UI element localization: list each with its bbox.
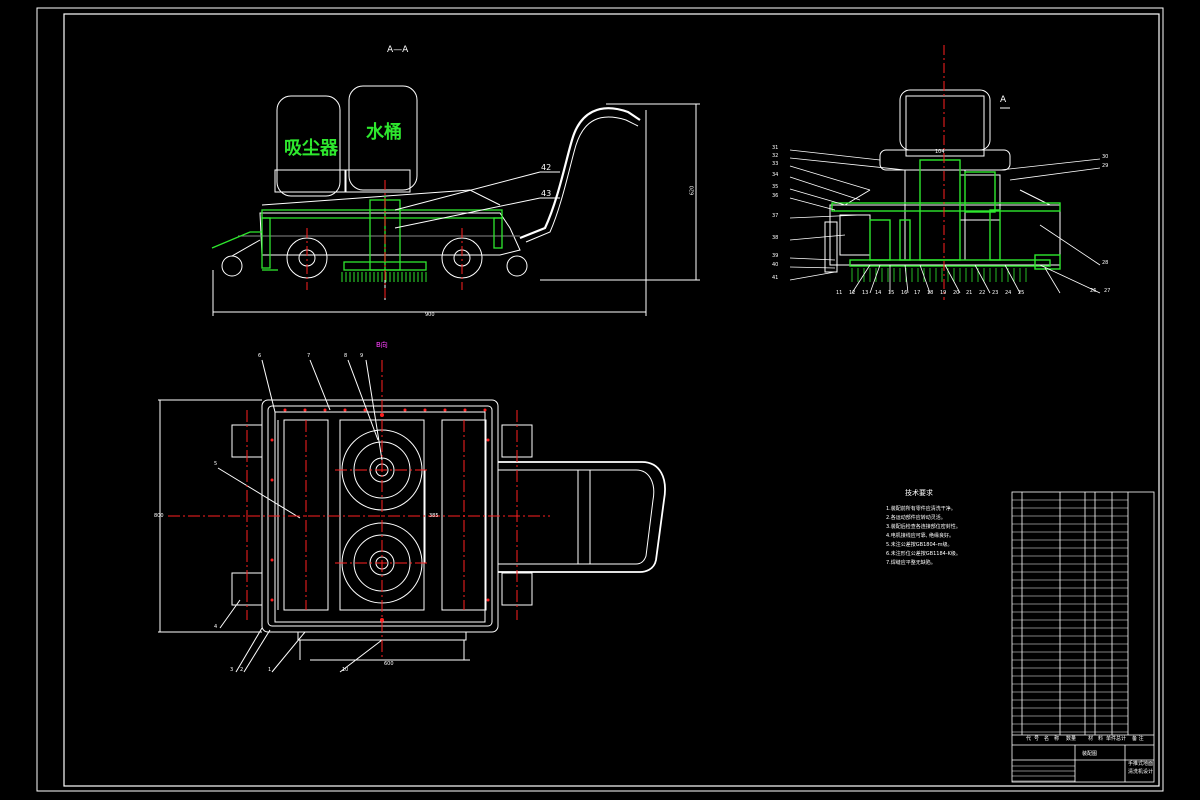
dim-top: 104 [935,149,945,155]
tech-line: 7.焊缝应平整无缺陷。 [886,560,936,566]
front-callout: 38 [772,235,779,241]
front-callout: 24 [1005,290,1012,296]
handle-top [899,89,991,151]
product-line2: 清洗机设计 [1128,769,1154,775]
title-header-cell: 号 [1034,736,1040,742]
front-callout: 26 [1090,288,1097,294]
side-view [211,85,700,316]
front-callout: 11 [836,290,843,296]
front-plate-section [831,202,1061,212]
front-callout: 39 [772,253,779,259]
front-callout: 28 [1102,260,1109,266]
frame-body [259,212,521,256]
front-callout: 41 [772,275,779,281]
front-callout: 36 [772,193,779,199]
top-callout: 8 [344,353,348,359]
top-callout: 2 [240,667,244,673]
front-callout: 33 [772,161,779,167]
water-tank [348,85,418,191]
front-callout: 32 [772,153,779,159]
top-callout: 4 [214,624,218,630]
front-callout: 12 [849,290,856,296]
front-callout: 37 [772,213,779,219]
top-callout: 7 [307,353,311,359]
front-callout: 20 [953,290,960,296]
top-callout: 1 [268,667,272,673]
top-callout: 5 [214,461,218,467]
front-callout: 17 [914,290,921,296]
front-callout: 27 [1104,288,1111,294]
sheet-border [36,7,1164,792]
tech-line: 4.电机接线应可靠, 绝缘良好。 [886,533,954,539]
caster-right [506,255,528,277]
title-header-cell: 材 [1088,736,1094,742]
section-title: A—A [387,45,409,55]
dim-center: 385 [429,513,439,519]
top-callout: 9 [360,353,364,359]
top-callout: 10 [342,667,349,673]
front-callout: 16 [901,290,908,296]
tech-line: 3.装配后检查各连接部位密封性。 [886,524,961,530]
dim-width: 900 [425,312,435,318]
drawing-name: 装配图 [1082,751,1098,757]
title-header-cell: 料 [1098,736,1104,742]
front-callout: 22 [979,290,986,296]
tech-line: 2.各运动部件应转动灵活。 [886,515,946,521]
housing [829,204,1061,266]
front-callout: 30 [1102,154,1109,160]
callout-42: 42 [541,163,552,172]
tech-title: 技术要求 [905,489,933,497]
front-view [789,89,1101,294]
title-header-cell: 备 注 [1132,736,1144,742]
title-block-rows [1012,499,1128,782]
caster-left [221,255,243,277]
front-callout: 14 [875,290,882,296]
front-callout: 25 [1018,290,1025,296]
vacuum-tank [276,95,341,197]
section-mark: A [1000,95,1007,105]
dim-bottom: 600 [384,661,394,667]
title-header-cell: 总计 [1116,736,1127,742]
handle-plan [498,461,666,573]
front-callout: 40 [772,262,779,268]
front-callout: 15 [888,290,895,296]
front-callout: 18 [927,290,934,296]
view-label-b: B向 [376,341,388,349]
title-header-cell: 单件 [1106,736,1117,742]
frame-border [63,13,1160,787]
title-block [1011,491,1155,783]
tank-base-right [345,169,411,193]
title-header-cell: 数量 [1066,736,1077,742]
front-callout: 31 [772,145,779,151]
title-header-cell: 代 [1026,736,1032,742]
top-callout: 6 [258,353,262,359]
front-callout: 21 [966,290,973,296]
tech-line: 6.未注形位公差按GB1184-K级。 [886,551,961,557]
callout-43: 43 [541,189,552,198]
vacuum-tank-label: 吸尘器 [284,138,338,159]
title-header-cell: 名 [1044,736,1050,742]
tech-line: 5.未注公差按GB1804-m级。 [886,542,953,548]
top-plate-section [261,209,503,219]
title-header-cell: 称 [1054,736,1060,742]
front-callout: 19 [940,290,947,296]
front-callout: 29 [1102,163,1109,169]
dim-left: 800 [154,513,164,519]
front-callout: 34 [772,172,779,178]
tech-line: 1.装配前所有零件应清洗干净。 [886,506,956,512]
product-line1: 手推式地面 [1128,761,1154,767]
front-callout: 35 [772,184,779,190]
top-callout: 3 [230,667,234,673]
tank-base-left [274,169,346,193]
dim-height: 620 [689,185,696,196]
water-tank-label: 水桶 [366,122,402,143]
front-callout: 23 [992,290,999,296]
front-callout: 13 [862,290,869,296]
